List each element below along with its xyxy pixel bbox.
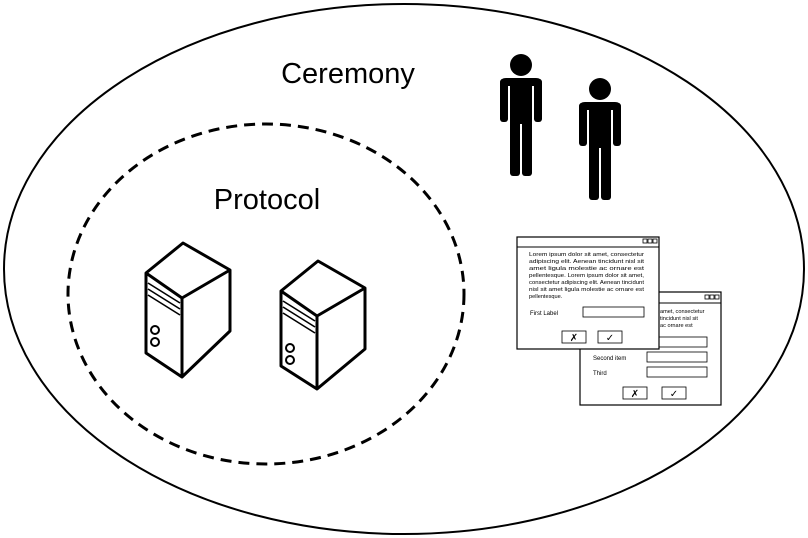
ceremony-label: Ceremony [281,58,415,90]
cancel-button[interactable]: ✗ [561,330,587,344]
dialog-text-line: pellentesque. [529,294,563,300]
dialog-text-line: ac ornare est [660,323,693,329]
ok-button[interactable]: ✓ [661,386,687,400]
text-field[interactable] [582,306,645,318]
dialog-text-line: tincidunt nisl sit [660,316,698,322]
server-icon [144,241,232,379]
dialog-text-line: adipiscing elit. Aenean tincidunt nisl s… [529,259,645,265]
protocol-boundary [66,122,466,466]
check-icon: ✓ [606,333,614,344]
protocol-label: Protocol [214,184,320,216]
check-icon: ✓ [670,389,678,400]
dialog-text-line: pellentesque. Lorem ipsum dolor sit amet… [529,273,644,279]
dialog-window-front: Lorem ipsum dolor sit amet, consectetur … [516,236,660,350]
person-icon [500,54,542,176]
text-field[interactable] [646,351,708,363]
window-controls-icon [642,238,658,244]
field-label: First Label [530,311,558,317]
dialog-text-line: Lorem ipsum dolor sit amet, consectetur [529,252,644,258]
ok-button[interactable]: ✓ [597,330,623,344]
field-label: Third [593,371,607,377]
dialog-text-line: consectetur adipiscing elit. Aenean tinc… [529,280,644,286]
dialog-text-line: amet ligula molestie ac ornare est [529,266,645,272]
cancel-button[interactable]: ✗ [622,386,648,400]
field-label: Second item [593,356,626,362]
cancel-icon: ✗ [631,389,639,400]
cancel-icon: ✗ [570,333,578,344]
dialog-text-line: nisl sit amet ligula molestie ac ornare … [529,287,645,293]
server-icon [279,259,367,391]
window-controls-icon [704,294,720,300]
dialog-text-line: amet, consectetur [660,309,705,315]
person-icon [579,78,621,200]
ceremony-boundary [3,3,805,535]
text-field[interactable] [646,366,708,378]
